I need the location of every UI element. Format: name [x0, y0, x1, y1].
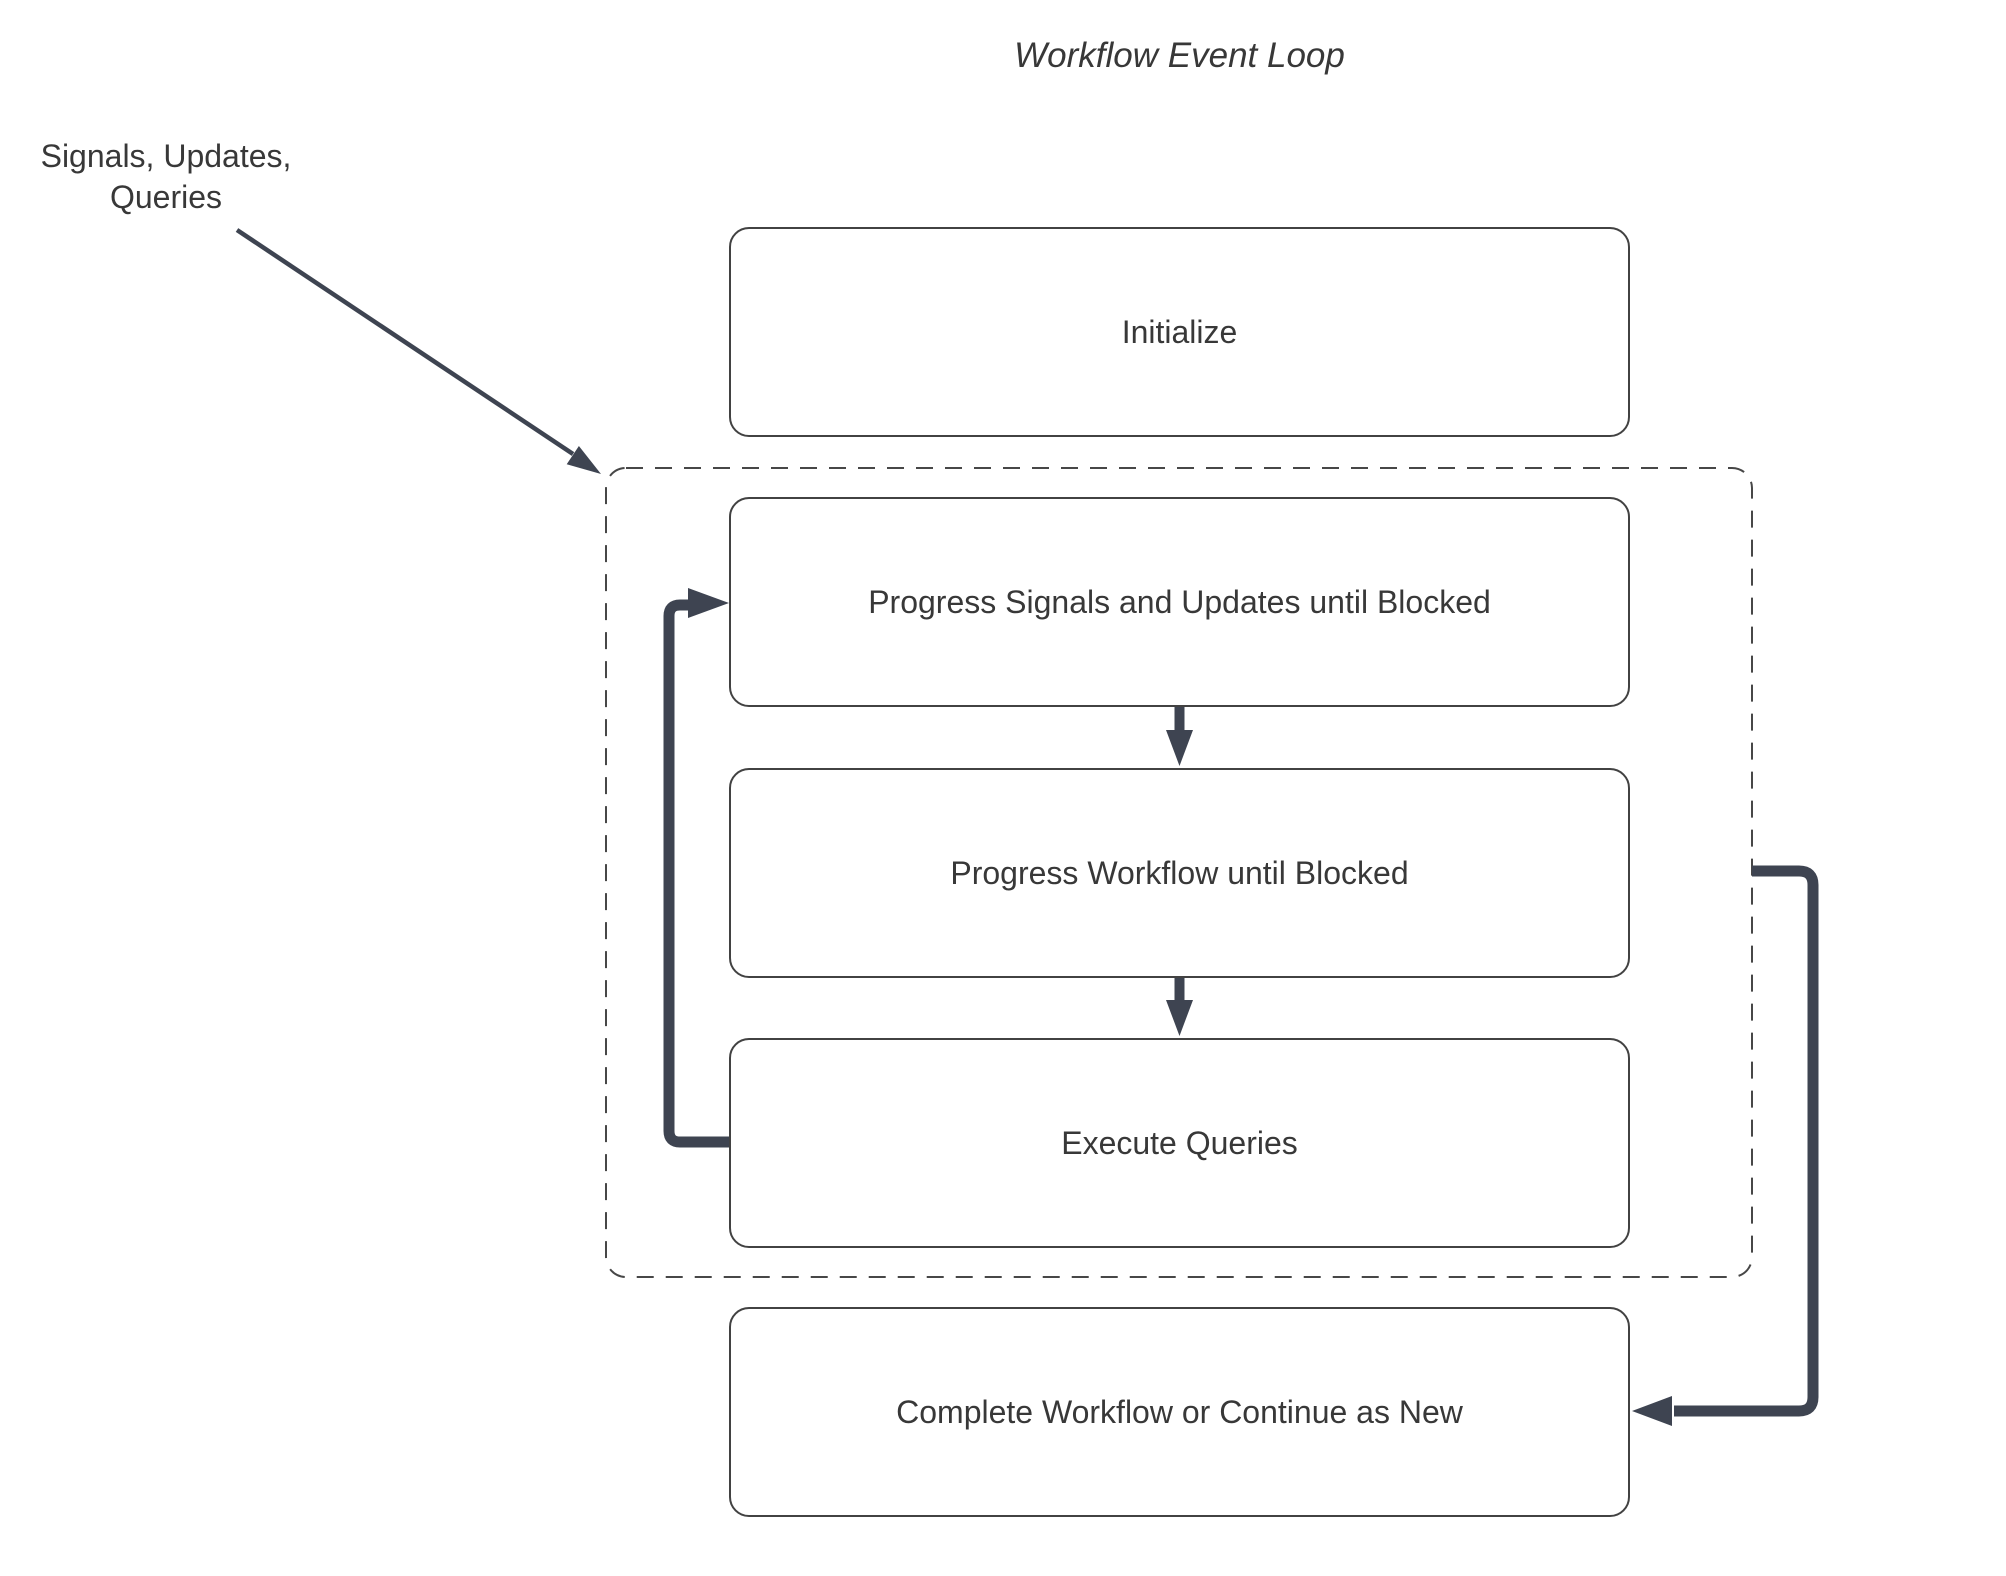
loop-back-arrow-path	[663, 599, 730, 1148]
signals-to-loop-arrowhead-icon	[566, 446, 601, 474]
annotation-line-2: Queries	[109, 179, 223, 215]
node-execute-queries: Execute Queries	[729, 1038, 1630, 1248]
node-progress-workflow: Progress Workflow until Blocked	[729, 768, 1630, 978]
node-progress-workflow-label: Progress Workflow until Blocked	[950, 854, 1409, 891]
node-initialize-label: Initialize	[1121, 313, 1238, 350]
node-complete-workflow: Complete Workflow or Continue as New	[729, 1307, 1630, 1517]
node-progress-signals-updates: Progress Signals and Updates until Block…	[729, 497, 1630, 707]
signals-to-loop-arrow-line	[235, 228, 575, 456]
exit-arrow-path	[1674, 865, 1819, 1417]
arrow-signals-to-workflow-head-icon	[1166, 730, 1193, 766]
node-execute-queries-label: Execute Queries	[1061, 1124, 1298, 1161]
exit-arrowhead-icon	[1632, 1396, 1672, 1426]
node-initialize: Initialize	[729, 227, 1630, 437]
node-complete-workflow-label: Complete Workflow or Continue as New	[896, 1393, 1463, 1430]
loop-back-arrowhead-icon	[688, 588, 729, 618]
page-title: Workflow Event Loop	[1014, 36, 1345, 75]
node-progress-signals-updates-label: Progress Signals and Updates until Block…	[868, 583, 1491, 620]
arrow-workflow-to-queries-head-icon	[1166, 1000, 1193, 1036]
annotation-line-1: Signals, Updates,	[40, 138, 292, 174]
signals-updates-queries-annotation: Signals, Updates, Queries	[21, 136, 311, 218]
